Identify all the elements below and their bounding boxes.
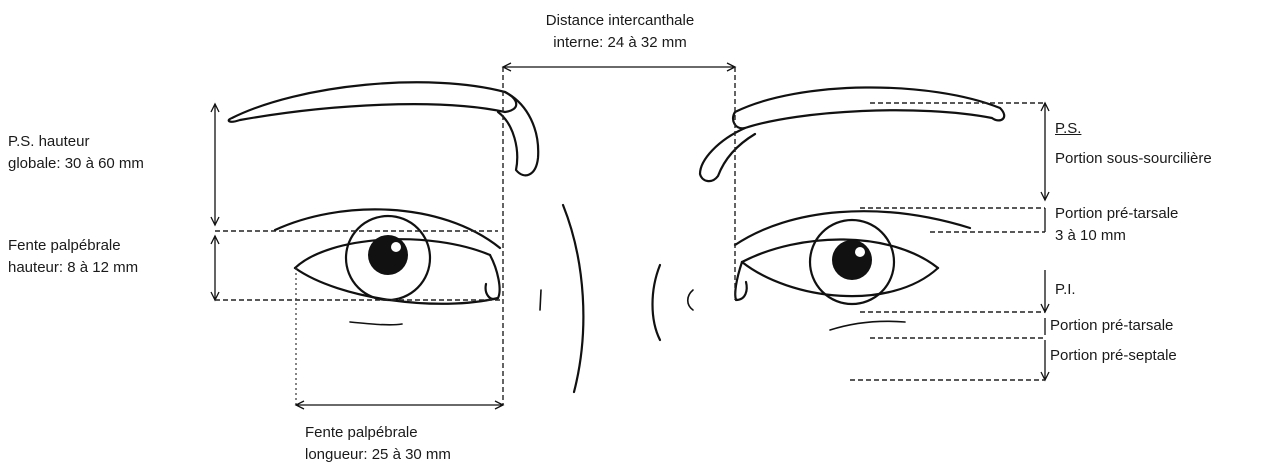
portion-sous-sourciliere-label: Portion sous-sourcilière bbox=[1055, 148, 1212, 170]
fente-height-label-line1: Fente palpébrale bbox=[8, 237, 121, 254]
nostril-right bbox=[688, 290, 693, 310]
ps-height-label-line1: P.S. hauteur bbox=[8, 133, 89, 150]
portion-pre-tarsale-upper-line2: 3 à 10 mm bbox=[1055, 227, 1126, 244]
fente-height-label: Fente palpébrale hauteur: 8 à 12 mm bbox=[8, 235, 138, 279]
left-eyebrow-tail bbox=[498, 92, 538, 175]
fente-length-label: Fente palpébrale longueur: 25 à 30 mm bbox=[305, 422, 451, 466]
fente-height-label-line2: hauteur: 8 à 12 mm bbox=[8, 259, 138, 276]
intercanthal-label-line2: interne: 24 à 32 mm bbox=[553, 34, 686, 51]
ps-height-label: P.S. hauteur globale: 30 à 60 mm bbox=[8, 131, 144, 175]
ps-abbrev-label: P.S. bbox=[1055, 118, 1081, 140]
portion-pre-septale-label: Portion pré-septale bbox=[1050, 345, 1177, 367]
left-pupil-highlight bbox=[391, 242, 401, 252]
right-eyebrow-tail bbox=[700, 128, 755, 181]
left-eyebrow bbox=[229, 82, 517, 121]
left-eye-group bbox=[229, 82, 538, 325]
nose-side-left bbox=[540, 290, 541, 310]
right-side-measures bbox=[850, 103, 1049, 380]
fente-length-label-line1: Fente palpébrale bbox=[305, 424, 418, 441]
pi-abbrev-label: P.I. bbox=[1055, 279, 1076, 301]
intercanthal-label-line1: Distance intercanthale bbox=[546, 12, 694, 29]
nose-bridge-right bbox=[653, 265, 661, 340]
left-inner-canthus bbox=[486, 255, 500, 299]
fente-length-label-line2: longueur: 25 à 30 mm bbox=[305, 446, 451, 463]
fente-length-measure bbox=[296, 268, 503, 409]
right-eye-group bbox=[700, 87, 1004, 330]
portion-pre-tarsale-lower-label: Portion pré-tarsale bbox=[1050, 315, 1173, 337]
nose-group bbox=[540, 205, 693, 392]
intercanthal-measure bbox=[503, 63, 735, 405]
left-lower-crease bbox=[350, 322, 402, 325]
intercanthal-label: Distance intercanthale interne: 24 à 32 … bbox=[505, 10, 735, 54]
right-pupil-highlight bbox=[855, 247, 865, 257]
portion-pre-tarsale-upper-line1: Portion pré-tarsale bbox=[1055, 205, 1178, 222]
left-pupil bbox=[368, 235, 408, 275]
right-pupil bbox=[832, 240, 872, 280]
ps-height-measure bbox=[211, 104, 500, 300]
right-eyebrow bbox=[733, 87, 1004, 128]
portion-pre-tarsale-upper-label: Portion pré-tarsale 3 à 10 mm bbox=[1055, 203, 1178, 247]
nose-bridge-left bbox=[563, 205, 583, 392]
right-lower-crease bbox=[830, 321, 905, 330]
right-inner-canthus bbox=[735, 262, 746, 300]
ps-height-label-line2: globale: 30 à 60 mm bbox=[8, 155, 144, 172]
